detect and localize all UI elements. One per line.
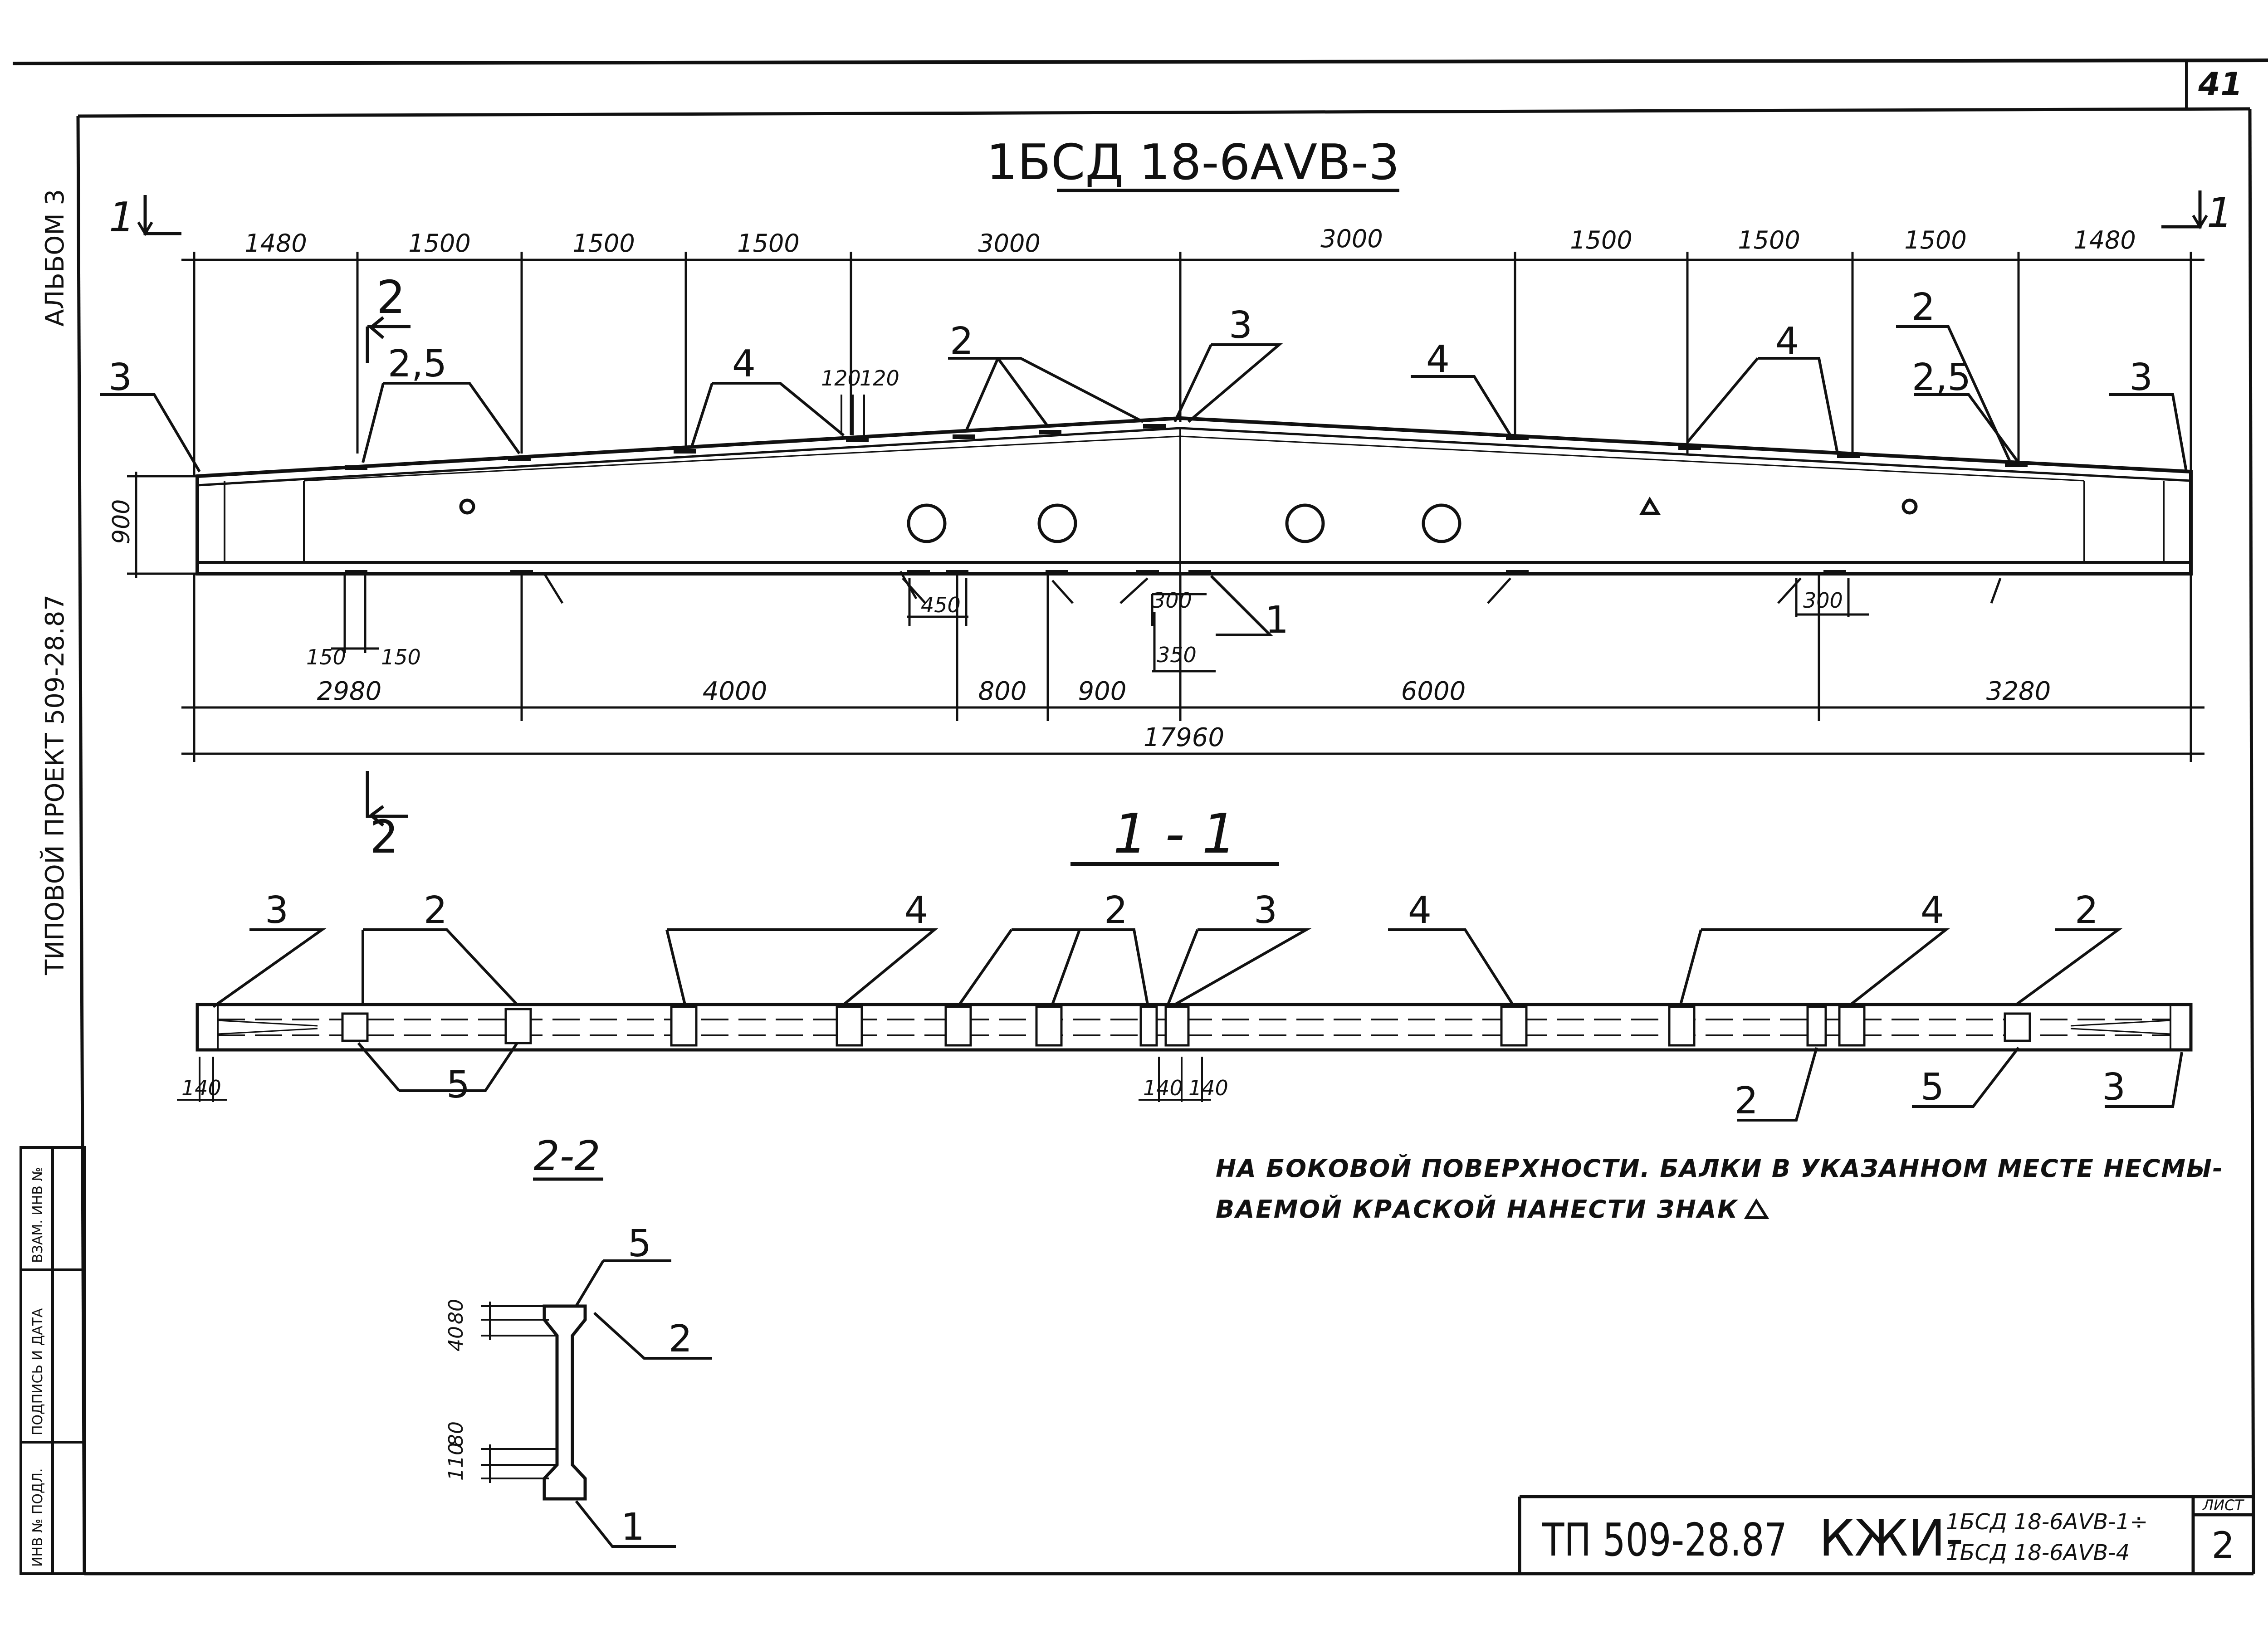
- bottom-dim-5: 6000: [1401, 677, 1466, 706]
- top-dim-10: 1480: [2073, 226, 2136, 254]
- page-number: 41: [2198, 66, 2242, 103]
- note-line-2: ВАЕМОЙ КРАСКОЙ НАНЕСТИ ЗНАК: [1216, 1195, 1739, 1224]
- elevation-view: 1БСД 18-6АVВ-3 1 1 2 2: [100, 134, 2233, 863]
- note: НА БОКОВОЙ ПОВЕРХНОСТИ. БАЛКИ В УКАЗАННО…: [1216, 1154, 2223, 1224]
- s22-dim-80b: 80: [445, 1421, 468, 1447]
- small-dim-120a: 120: [821, 366, 861, 390]
- small-dim-300a: 300: [1152, 588, 1192, 613]
- s11-leader-3-left: 3: [265, 889, 288, 932]
- s22-leader-2: 2: [669, 1317, 692, 1361]
- title-range-bottom: 1БСД 18-6АVВ-4: [1946, 1540, 2130, 1566]
- s11-leader-3-mid: 3: [1254, 889, 1277, 932]
- leader-3-mid: 3: [1229, 304, 1252, 347]
- section22-title: 2-2: [534, 1132, 601, 1180]
- top-dim-6: 3000: [1320, 224, 1383, 253]
- section11-title: 1 - 1: [1113, 803, 1237, 866]
- s11-leader-5-left: 5: [446, 1063, 470, 1107]
- mark-sign-icon: [1744, 1198, 1769, 1219]
- s11-dim-140c: 140: [1188, 1076, 1228, 1100]
- top-dim-2: 1500: [408, 229, 470, 258]
- s11-leader-3-right: 3: [2102, 1066, 2126, 1109]
- leader-2-b: 2: [1911, 286, 1935, 329]
- leader-4-a: 4: [732, 342, 756, 385]
- small-dim-300b: 300: [1803, 588, 1843, 613]
- s22-dim-80a: 80: [445, 1299, 468, 1324]
- top-dim-7: 1500: [1570, 226, 1632, 254]
- height-dim: 900: [108, 499, 135, 544]
- small-dim-150a: 150: [306, 645, 346, 669]
- s11-leader-2-c: 2: [2075, 889, 2098, 932]
- top-dim-9: 1500: [1904, 226, 1966, 254]
- leader-2-a: 2: [950, 320, 973, 363]
- side-project-label: ТИПОВОЙ ПРОЕКТ 509-28.87: [40, 595, 70, 976]
- s22-dim-40: 40: [445, 1326, 468, 1351]
- section-1-1: 1 - 1: [177, 803, 2193, 1122]
- s11-leader-2-a: 2: [424, 889, 447, 932]
- leader-3-left: 3: [108, 356, 132, 399]
- leader-25-right: 2,5: [1912, 356, 1971, 399]
- s11-leader-5-right: 5: [1921, 1066, 1944, 1109]
- top-dim-5: 3000: [978, 229, 1040, 258]
- s22-leader-5: 5: [628, 1222, 651, 1265]
- leader-3-right: 3: [2129, 356, 2153, 399]
- bottom-dim-3: 800: [978, 677, 1027, 706]
- s11-dim-140b: 140: [1143, 1076, 1183, 1100]
- bottom-dim-2: 4000: [703, 677, 767, 706]
- bottom-dim-1: 2980: [317, 677, 382, 706]
- s11-leader-4-a: 4: [904, 889, 928, 932]
- s22-dim-110: 110: [445, 1443, 468, 1481]
- section-mark-left: 1: [109, 194, 135, 241]
- sheet-frame: [12, 59, 2268, 1575]
- small-dim-120b: 120: [860, 366, 899, 390]
- s22-leader-1: 1: [621, 1506, 645, 1549]
- small-dim-450: 450: [921, 593, 961, 617]
- top-dim-3: 1500: [572, 229, 635, 258]
- stamp-col-1: ИНВ № ПОДЛ.: [30, 1468, 46, 1567]
- section-mark-right: 1: [2207, 189, 2233, 237]
- leader-1: 1: [1265, 599, 1289, 642]
- leader-4-b: 4: [1426, 338, 1450, 381]
- section22-mark-top: 2: [376, 271, 406, 324]
- elevation-title: 1БСД 18-6АVВ-3: [986, 134, 1400, 191]
- title-code: ТП 509-28.87: [1542, 1513, 1787, 1566]
- leader-4-c: 4: [1775, 320, 1799, 363]
- top-dim-1: 1480: [244, 229, 307, 258]
- sheet-number: 2: [2212, 1524, 2235, 1566]
- side-album-label: АЛЬБОМ 3: [40, 189, 70, 327]
- s11-leader-4-b: 4: [1408, 889, 1432, 932]
- title-doc: КЖИ-: [1819, 1509, 1964, 1567]
- title-range-top: 1БСД 18-6АVВ-1÷: [1946, 1509, 2148, 1535]
- small-dim-350: 350: [1157, 643, 1197, 667]
- top-dim-4: 1500: [737, 229, 799, 258]
- stamp-col-2: ПОДПИСЬ И ДАТА: [30, 1308, 46, 1435]
- s11-leader-4-c: 4: [1921, 889, 1944, 932]
- small-dim-150b: 150: [381, 645, 421, 669]
- overall-dim: 17960: [1144, 723, 1224, 752]
- s11-leader-2-b: 2: [1104, 889, 1128, 932]
- sheet-label: ЛИСТ: [2202, 1497, 2244, 1514]
- title-block: ТП 509-28.87 КЖИ- 1БСД 18-6АVВ-1÷ 1БСД 1…: [1518, 1495, 2253, 1574]
- stamp-strip: [20, 1146, 86, 1575]
- bottom-dim-6: 3280: [1986, 677, 2051, 706]
- top-dim-8: 1500: [1738, 226, 1800, 254]
- stamp-col-3: ВЗАМ. ИНВ №: [30, 1167, 46, 1263]
- bottom-dim-4: 900: [1078, 677, 1127, 706]
- leader-25-left: 2,5: [388, 342, 447, 385]
- s11-leader-2-d: 2: [1735, 1079, 1758, 1122]
- section-2-2: 2-2 40 80 110 80 5 2 1: [445, 1132, 712, 1549]
- s11-dim-140a: 140: [181, 1076, 221, 1100]
- note-line-1: НА БОКОВОЙ ПОВЕРХНОСТИ. БАЛКИ В УКАЗАННО…: [1216, 1154, 2223, 1183]
